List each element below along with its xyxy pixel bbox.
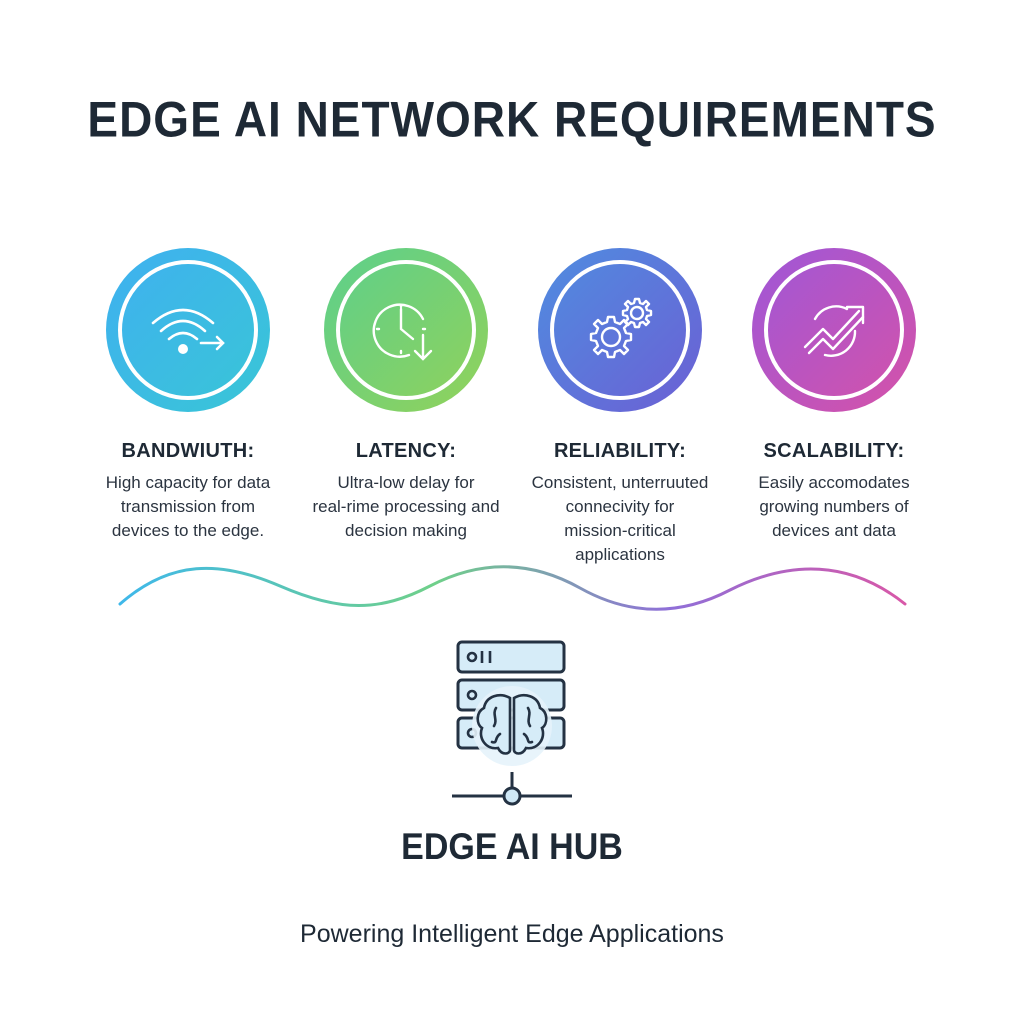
requirement-label: RELIABILITY: xyxy=(553,440,687,462)
latency-circle xyxy=(324,248,488,412)
wifi-arrow-icon xyxy=(151,308,225,354)
requirement-reliability: RELIABILITY: Consistent, unterruuted con… xyxy=(515,248,725,567)
requirement-description: High capacity for data transmission from… xyxy=(105,473,271,540)
clock-down-arrow-icon xyxy=(372,303,433,361)
scalability-circle xyxy=(752,248,916,412)
requirement-description: Easily accomodates growing numbers of de… xyxy=(758,473,910,540)
requirement-label: BANDWIUTH: xyxy=(121,440,255,462)
requirement-label: SCALABILITY: xyxy=(763,440,905,462)
bandwidth-circle xyxy=(106,248,270,412)
hub-label: EDGE AI HUB xyxy=(401,826,623,868)
gears-icon xyxy=(589,297,653,359)
requirement-latency: LATENCY: Ultra-low delay for real-rime p… xyxy=(301,248,511,543)
connection-wave xyxy=(118,565,907,611)
page-title: EDGE AI NETWORK REQUIREMENTS xyxy=(87,90,937,148)
reliability-circle xyxy=(538,248,702,412)
tagline: Powering Intelligent Edge Applications xyxy=(300,920,724,948)
growth-arrow-icon xyxy=(803,305,865,357)
server-brain-icon xyxy=(452,640,572,806)
requirement-description: Consistent, unterruuted connecivity for … xyxy=(531,473,709,564)
requirement-label: LATENCY: xyxy=(355,440,457,462)
requirement-bandwidth: BANDWIUTH: High capacity for data transm… xyxy=(83,248,293,543)
requirement-scalability: SCALABILITY: Easily accomodates growing … xyxy=(729,248,939,543)
requirement-description: Ultra-low delay for real-rime processing… xyxy=(312,473,500,540)
